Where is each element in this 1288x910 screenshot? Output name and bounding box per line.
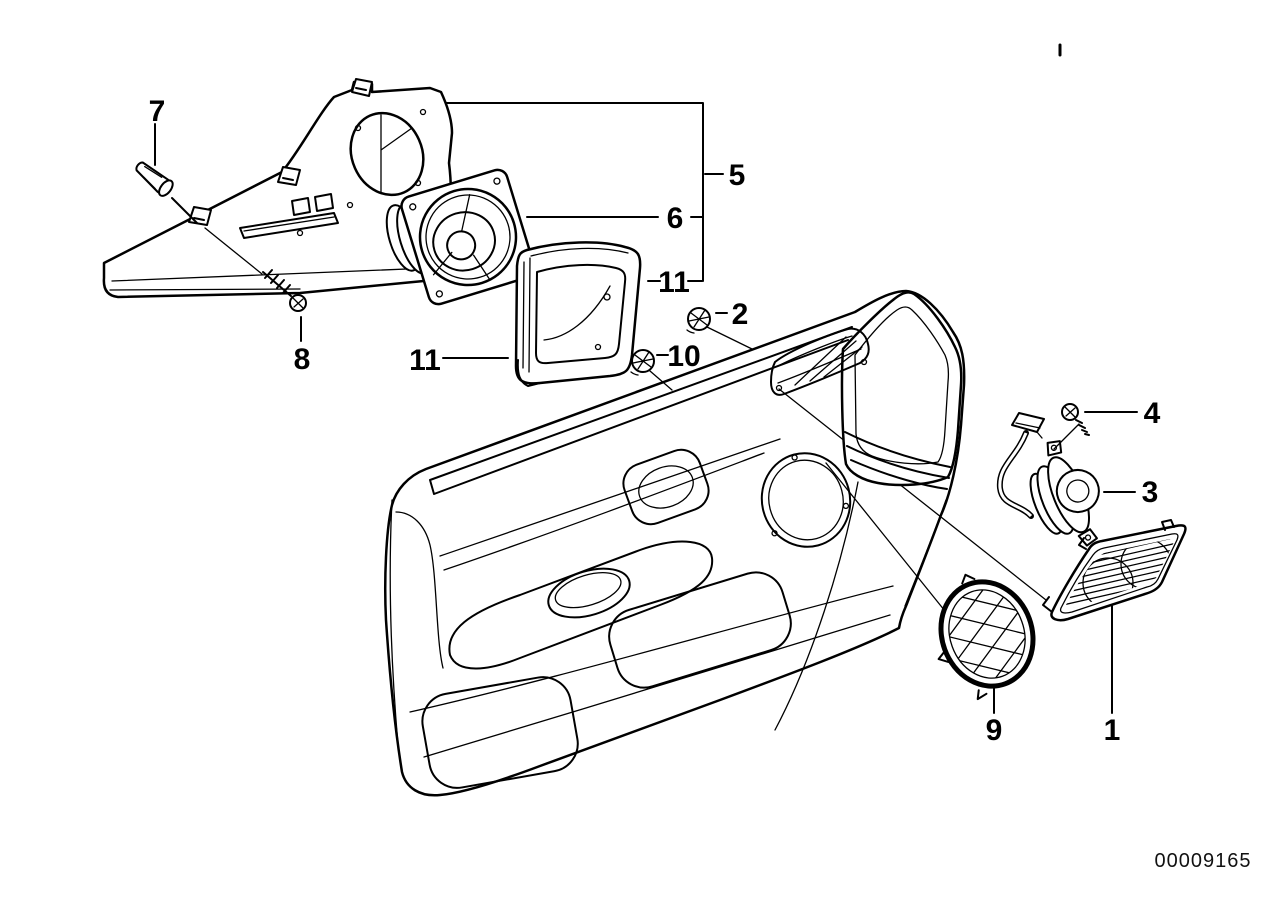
speaker-adapter-frame [514, 241, 642, 387]
slatted-speaker-grille [1042, 519, 1187, 622]
door-trim-panel [384, 289, 1047, 797]
callout-3: 3 [1142, 476, 1159, 509]
speaker-housing-bracket [102, 78, 454, 299]
callout-11-left: 11 [409, 344, 441, 377]
window-switch-recess [622, 448, 710, 526]
mirror-triangle-trim [840, 291, 963, 487]
callout-11-right: 11 [658, 266, 690, 299]
door-speaker-ring [760, 452, 852, 548]
callout-7: 7 [149, 95, 166, 128]
bracket-clip-tab [188, 78, 373, 226]
door-pocket-left [421, 676, 579, 789]
clip-fastener-2 [686, 307, 753, 350]
callout-leader-lines [154, 102, 1138, 714]
callout-4: 4 [1144, 397, 1161, 430]
clip-fastener-10 [630, 349, 673, 391]
front-loudspeaker [385, 168, 536, 306]
bracket-screw [204, 227, 307, 312]
callout-1: 1 [1104, 714, 1121, 747]
callout-9: 9 [986, 714, 1003, 747]
doc-number: 00009165 [1155, 850, 1252, 872]
tweeter-screw [1053, 403, 1090, 450]
callout-6: 6 [667, 202, 684, 235]
leader-to-grille-9 [825, 462, 950, 617]
expanding-rivet [135, 161, 174, 197]
callout-10: 10 [667, 340, 700, 373]
leader-to-grille-1 [778, 388, 1047, 601]
door-tweeter-opening [770, 327, 870, 396]
armrest [448, 540, 714, 670]
round-mesh-grille [936, 573, 1038, 701]
callout-8: 8 [294, 343, 311, 376]
tweeter-speaker [996, 412, 1100, 547]
callout-5: 5 [729, 159, 746, 192]
callout-2: 2 [732, 298, 749, 331]
door-pocket-right [608, 571, 792, 689]
